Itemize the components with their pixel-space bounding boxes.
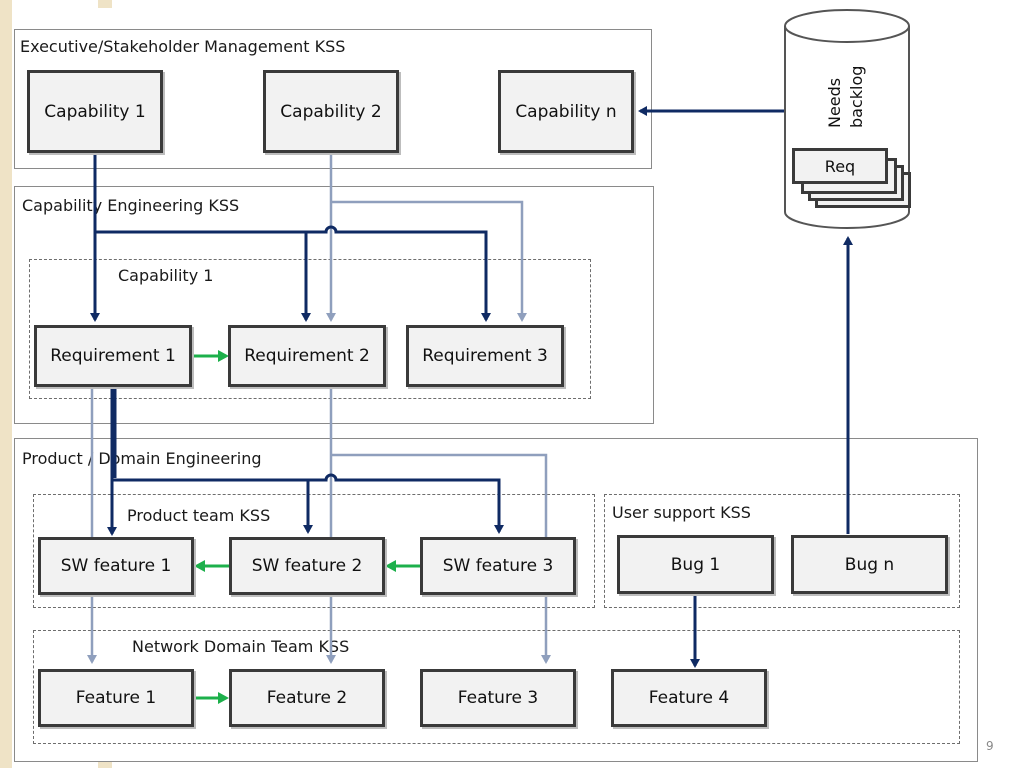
requirement-2-box: Requirement 2	[228, 325, 386, 387]
req-to-feature-light-links	[87, 387, 551, 664]
cap1-to-req-dark-links	[90, 152, 491, 322]
capability-2-box: Capability 2	[263, 70, 399, 153]
top-decorative-tab	[98, 0, 112, 8]
product-domain-section-title: Product / Domain Engineering	[22, 449, 262, 468]
page-number: 9	[986, 739, 994, 753]
bug-n-box: Bug n	[791, 535, 948, 594]
network-domain-group	[33, 630, 960, 744]
req-card-label: Req	[824, 156, 856, 176]
req1-to-swfeature-dark-links	[107, 387, 504, 536]
capability-1-box: Capability 1	[27, 70, 163, 153]
product-team-group-title: Product team KSS	[127, 506, 271, 525]
req-card: Req	[792, 148, 888, 184]
backlog-title-line2: backlog	[847, 65, 866, 128]
backlog-links	[638, 106, 853, 668]
green-flow-arrows	[193, 350, 420, 704]
sw-feature-2-box: SW feature 2	[229, 537, 385, 595]
bottom-decorative-tab	[98, 760, 112, 768]
bug-1-box: Bug 1	[617, 535, 774, 594]
feature-3-box: Feature 3	[420, 669, 576, 727]
feature-1-box: Feature 1	[38, 669, 194, 727]
user-support-group	[604, 494, 960, 608]
network-domain-group-title: Network Domain Team KSS	[132, 637, 350, 656]
sw-feature-3-box: SW feature 3	[420, 537, 576, 595]
requirement-3-box: Requirement 3	[406, 325, 564, 387]
cap2-to-req-light-links	[326, 152, 527, 322]
feature-2-box: Feature 2	[229, 669, 385, 727]
sw-feature-1-box: SW feature 1	[38, 537, 194, 595]
backlog-title-line1: Needs	[825, 77, 844, 128]
capability1-group	[29, 259, 591, 399]
capability-engineering-section-title: Capability Engineering KSS	[22, 196, 240, 215]
executive-section-title: Executive/Stakeholder Management KSS	[20, 37, 346, 56]
capability1-group-title: Capability 1	[118, 266, 214, 285]
left-decorative-border	[0, 0, 12, 768]
product-team-group	[33, 494, 595, 608]
user-support-group-title: User support KSS	[612, 503, 751, 522]
capability-n-box: Capability n	[498, 70, 634, 153]
feature-4-box: Feature 4	[611, 669, 767, 727]
requirement-1-box: Requirement 1	[34, 325, 192, 387]
